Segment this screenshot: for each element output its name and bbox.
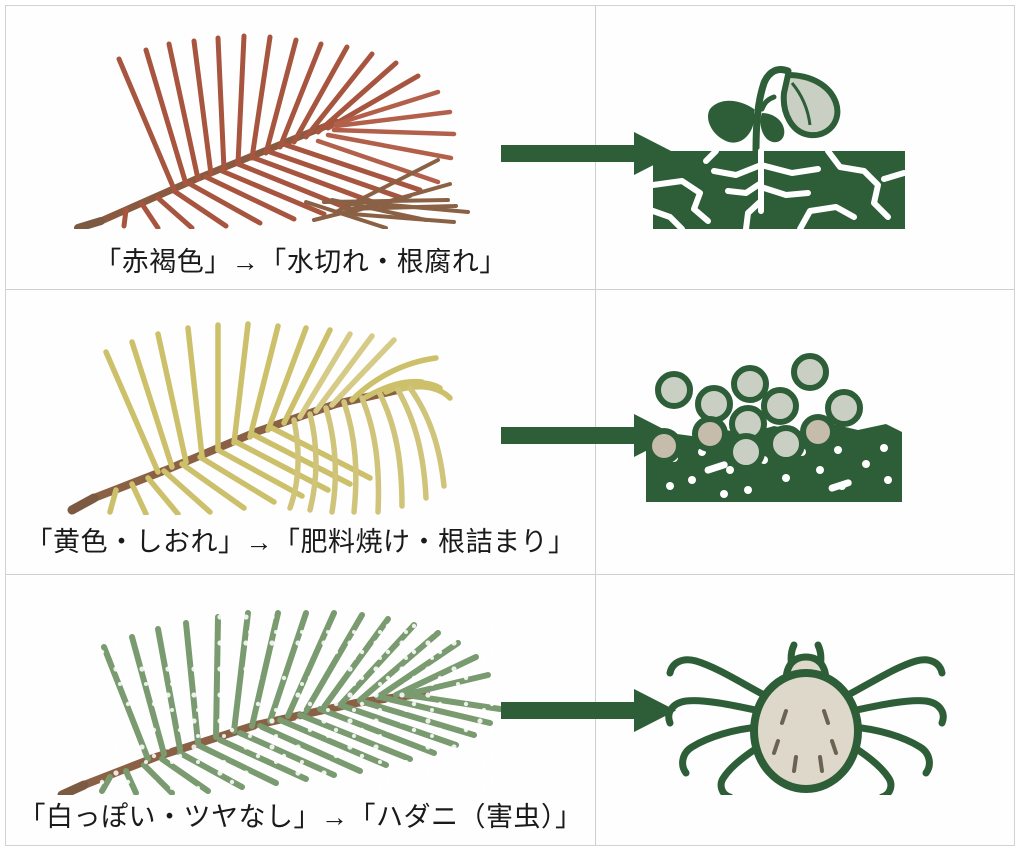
table-row-red-brown: 「赤褐色」→「水切れ・根腐れ」 [6, 6, 1014, 289]
cause-icon-fertilizer-granules-soil [596, 352, 1015, 512]
detached-needle-fragment [304, 158, 470, 229]
mite-body-marks [772, 709, 838, 773]
frond-yellow [67, 321, 453, 515]
symptom-image-yellow-wilted-frond [6, 300, 595, 515]
symptom-image-whitish-speckled-frond [6, 585, 595, 795]
frond-red [74, 33, 457, 229]
row-caption-3: 「白っぽい・ツヤなし」→「ハダニ（害虫）」 [18, 802, 583, 832]
row-caption-2: 「黄色・しおれ」→「肥料焼け・根詰まり」 [25, 527, 576, 557]
cause-icon-spider-mite [596, 623, 1015, 795]
row-divider-1 [6, 289, 1014, 290]
row-divider-2 [6, 574, 1014, 575]
dry-cracked-soil [650, 148, 907, 232]
comparison-table: 「赤褐色」→「水切れ・根腐れ」 [5, 5, 1015, 846]
row-caption-1: 「赤褐色」→「水切れ・根腐れ」 [94, 247, 507, 277]
cause-icon-wilting-plant-dry-soil [596, 61, 1015, 236]
column-divider [595, 6, 596, 845]
frond-green [57, 605, 511, 795]
fertilizer-granules [646, 353, 863, 471]
table-row-whitish: 「白っぽい・ツヤなし」→「ハダニ（害虫）」 [6, 575, 1014, 845]
spider-mite-icon [665, 641, 947, 795]
wilting-plant-dry-soil-icon [650, 66, 907, 232]
symptom-image-reddish-brown-frond [6, 14, 595, 229]
fertilizer-granules-soil-icon [646, 353, 902, 502]
table-row-yellow: 「黄色・しおれ」→「肥料焼け・根詰まり」 [6, 290, 1014, 574]
